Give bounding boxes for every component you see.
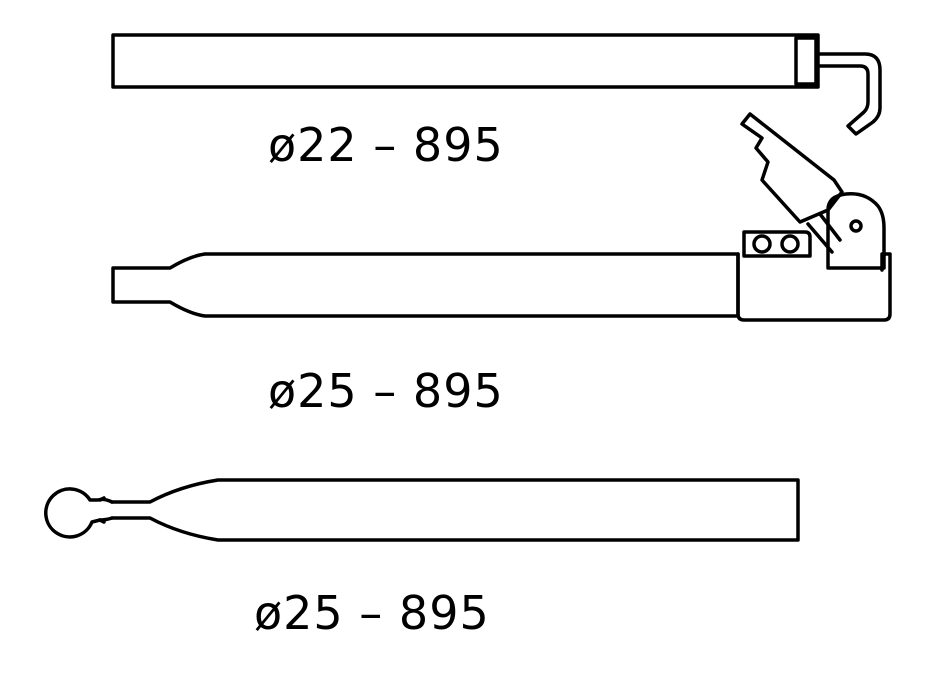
pole-2-label: ø25 – 895 — [268, 364, 504, 418]
pole-3-label: ø25 – 895 — [254, 586, 490, 640]
pole-2-clamp-body — [736, 252, 892, 322]
pole-1-end-cap — [794, 36, 818, 86]
pole-2-clamp-head — [742, 230, 812, 258]
pole-1-hook-icon — [816, 52, 882, 136]
pole-1-tube — [111, 33, 820, 89]
pole-2-lever — [740, 112, 844, 224]
pole-3-ring-gap — [98, 496, 106, 524]
pole-3-ring-icon — [44, 487, 114, 539]
pole-2-pivot-block — [826, 192, 886, 270]
pole-1-label: ø22 – 895 — [268, 118, 504, 172]
pole-2-lever-link — [806, 212, 842, 254]
pole-3-tube — [110, 478, 800, 542]
pole-2-tube — [111, 252, 740, 318]
pole-1: ø22 – 895 — [111, 33, 882, 172]
pole-2-bolt-icon — [780, 234, 800, 254]
pole-2-bolt-icon — [752, 234, 772, 254]
pole-3: ø25 – 895 — [44, 478, 800, 640]
pole-2-pivot-pin-icon — [849, 219, 863, 233]
pole-2: ø25 – 895 — [111, 112, 892, 418]
